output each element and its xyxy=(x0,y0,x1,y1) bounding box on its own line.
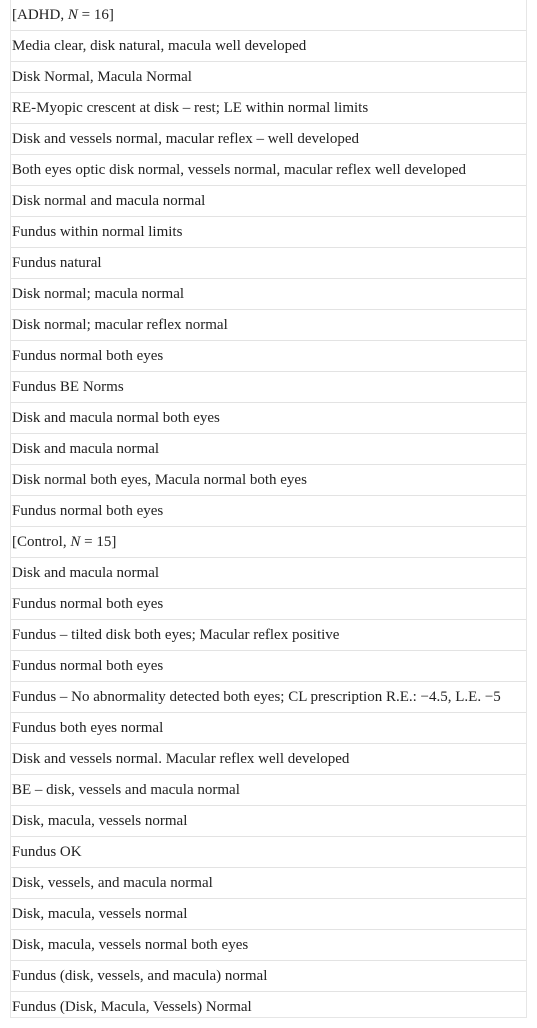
table-row: Disk and macula normal both eyes xyxy=(11,401,526,433)
finding-cell: Fundus normal both eyes xyxy=(11,649,526,681)
table-row: Disk normal; macular reflex normal xyxy=(11,308,526,340)
finding-cell: Fundus both eyes normal xyxy=(11,711,526,743)
table-row: Fundus – No abnormality detected both ey… xyxy=(11,680,526,712)
table-body: [ADHD, N = 16] Media clear, disk natural,… xyxy=(11,3,526,1017)
finding-cell: Disk and vessels normal, macular reflex … xyxy=(11,122,526,154)
group-header-cell: [ADHD, N = 16] xyxy=(12,7,114,23)
finding-cell: Fundus – tilted disk both eyes; Macular … xyxy=(11,618,526,650)
table-row: Disk and vessels normal. Macular reflex … xyxy=(11,742,526,774)
finding-cell: Disk normal; macula normal xyxy=(11,277,526,309)
finding-cell: Fundus (Disk, Macula, Vessels) Normal xyxy=(11,990,526,1017)
table-row: BE – disk, vessels and macula normal xyxy=(11,773,526,805)
table-row: Fundus (disk, vessels, and macula) norma… xyxy=(11,959,526,991)
table-row: Disk and macula normal xyxy=(11,432,526,464)
table-row: Both eyes optic disk normal, vessels nor… xyxy=(11,153,526,185)
table-row: Fundus normal both eyes xyxy=(11,587,526,619)
table-row: Disk normal and macula normal xyxy=(11,184,526,216)
finding-cell: Fundus – No abnormality detected both ey… xyxy=(11,680,526,712)
table-row: Disk, macula, vessels normal xyxy=(11,804,526,836)
finding-cell: Disk and macula normal xyxy=(11,432,526,464)
finding-cell: BE – disk, vessels and macula normal xyxy=(11,773,526,805)
finding-cell: Disk and macula normal xyxy=(11,556,526,588)
table-row: Fundus normal both eyes xyxy=(11,339,526,371)
table-row: Fundus OK xyxy=(11,835,526,867)
table-row: Disk and vessels normal, macular reflex … xyxy=(11,122,526,154)
finding-cell: Fundus normal both eyes xyxy=(11,494,526,526)
table-row: Disk normal both eyes, Macula normal bot… xyxy=(11,463,526,495)
sample-size-value: 16 xyxy=(93,7,109,23)
finding-cell: Disk normal both eyes, Macula normal bot… xyxy=(11,463,526,495)
finding-cell: Fundus normal both eyes xyxy=(11,339,526,371)
finding-cell: Disk, macula, vessels normal xyxy=(11,897,526,929)
finding-cell: Fundus within normal limits xyxy=(11,215,526,247)
fundus-findings-table: [ADHD, N = 16] Media clear, disk natural,… xyxy=(11,3,526,1017)
finding-cell: Fundus natural xyxy=(11,246,526,278)
table-row: Fundus within normal limits xyxy=(11,215,526,247)
finding-cell: Disk normal and macula normal xyxy=(11,184,526,216)
group-header-row: [Control, N = 15] xyxy=(11,525,526,557)
table-row: Media clear, disk natural, macula well d… xyxy=(11,29,526,61)
table-row: Fundus BE Norms xyxy=(11,370,526,402)
fundus-findings-table-container: [ADHD, N = 16] Media clear, disk natural,… xyxy=(10,0,527,1018)
sample-size-value: 15 xyxy=(96,533,112,550)
sample-size-symbol: N xyxy=(70,533,81,550)
table-row: Fundus – tilted disk both eyes; Macular … xyxy=(11,618,526,650)
finding-cell: Fundus BE Norms xyxy=(11,370,526,402)
table-row: Fundus natural xyxy=(11,246,526,278)
finding-cell: Fundus (disk, vessels, and macula) norma… xyxy=(11,959,526,991)
finding-cell: Fundus normal both eyes xyxy=(11,587,526,619)
finding-cell: Disk Normal, Macula Normal xyxy=(11,60,526,92)
finding-cell: Disk and macula normal both eyes xyxy=(11,401,526,433)
sample-size-symbol: N xyxy=(67,7,78,23)
table-row: Disk normal; macula normal xyxy=(11,277,526,309)
group-name: ADHD xyxy=(17,7,61,23)
table-row: Disk, macula, vessels normal both eyes xyxy=(11,928,526,960)
finding-cell: Disk normal; macular reflex normal xyxy=(11,308,526,340)
table-row: Disk, vessels, and macula normal xyxy=(11,866,526,898)
finding-cell: Disk, macula, vessels normal xyxy=(11,804,526,836)
finding-cell: Disk and vessels normal. Macular reflex … xyxy=(11,742,526,774)
finding-cell: Fundus OK xyxy=(11,835,526,867)
table-row: Fundus both eyes normal xyxy=(11,711,526,743)
table-row: Disk Normal, Macula Normal xyxy=(11,60,526,92)
group-header-cell: [Control, N = 15] xyxy=(11,525,526,557)
table-row: Fundus (Disk, Macula, Vessels) Normal xyxy=(11,990,526,1017)
finding-cell: RE-Myopic crescent at disk – rest; LE wi… xyxy=(11,91,526,123)
group-name: Control xyxy=(17,533,63,550)
table-row: Disk, macula, vessels normal xyxy=(11,897,526,929)
finding-cell: Disk, macula, vessels normal both eyes xyxy=(11,928,526,960)
finding-cell: Both eyes optic disk normal, vessels nor… xyxy=(11,153,526,185)
finding-cell: Disk, vessels, and macula normal xyxy=(11,866,526,898)
group-header-row: [ADHD, N = 16] xyxy=(11,3,526,30)
finding-cell: Media clear, disk natural, macula well d… xyxy=(11,29,526,61)
table-row: Fundus normal both eyes xyxy=(11,494,526,526)
table-row: Disk and macula normal xyxy=(11,556,526,588)
table-row: RE-Myopic crescent at disk – rest; LE wi… xyxy=(11,91,526,123)
table-row: Fundus normal both eyes xyxy=(11,649,526,681)
